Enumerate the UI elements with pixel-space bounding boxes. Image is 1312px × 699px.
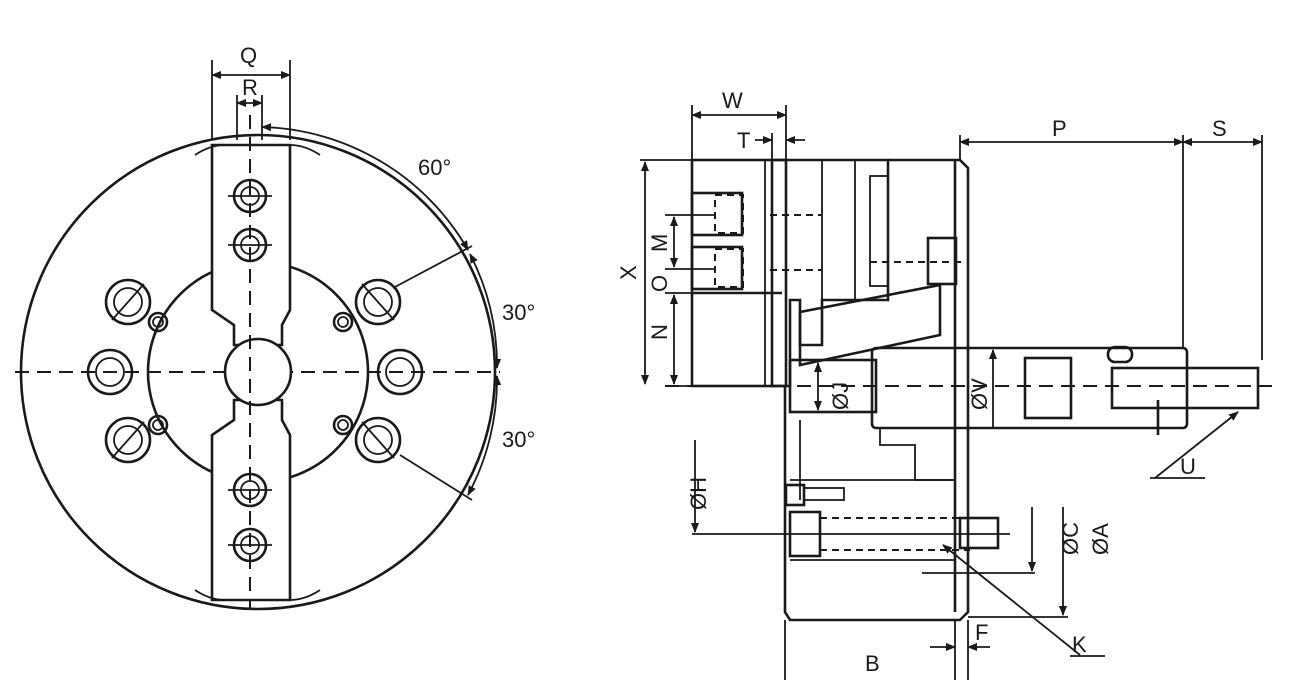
draw-tube <box>1110 366 1260 410</box>
dimension-60-arc <box>261 123 469 251</box>
mounting-holes <box>86 278 424 464</box>
label-q: Q <box>240 43 257 68</box>
label-a: ØA <box>1088 523 1113 555</box>
label-p: P <box>1052 116 1067 141</box>
label-o: O <box>647 275 672 292</box>
label-60-deg: 60° <box>418 155 451 180</box>
label-w: W <box>722 88 743 113</box>
label-t: T <box>737 128 750 153</box>
label-30-deg-bottom: 30° <box>502 427 535 452</box>
label-30-deg-top: 30° <box>502 300 535 325</box>
center-bore <box>223 337 293 407</box>
side-view: W T P S X M O N ØJ ØV ØH ØC ØA U K <box>616 88 1272 680</box>
dimension-30-arc-top <box>469 253 502 369</box>
label-k: K <box>1072 632 1087 657</box>
drawbar-body <box>870 346 1189 430</box>
label-n: N <box>647 324 672 340</box>
label-v: ØV <box>967 378 992 410</box>
label-j: ØJ <box>828 382 853 410</box>
bottom-jaw <box>194 398 321 602</box>
label-f: F <box>975 620 988 645</box>
label-u: U <box>1180 454 1196 479</box>
label-s: S <box>1212 116 1227 141</box>
front-view: Q R 60° 30° 30° <box>15 43 535 611</box>
label-r: R <box>242 75 258 100</box>
dimension-30-arc-bottom <box>467 375 502 496</box>
label-h: ØH <box>686 477 711 510</box>
label-m: M <box>647 234 672 252</box>
label-c: ØC <box>1058 522 1083 555</box>
label-b: B <box>865 651 880 676</box>
label-x: X <box>616 265 641 280</box>
